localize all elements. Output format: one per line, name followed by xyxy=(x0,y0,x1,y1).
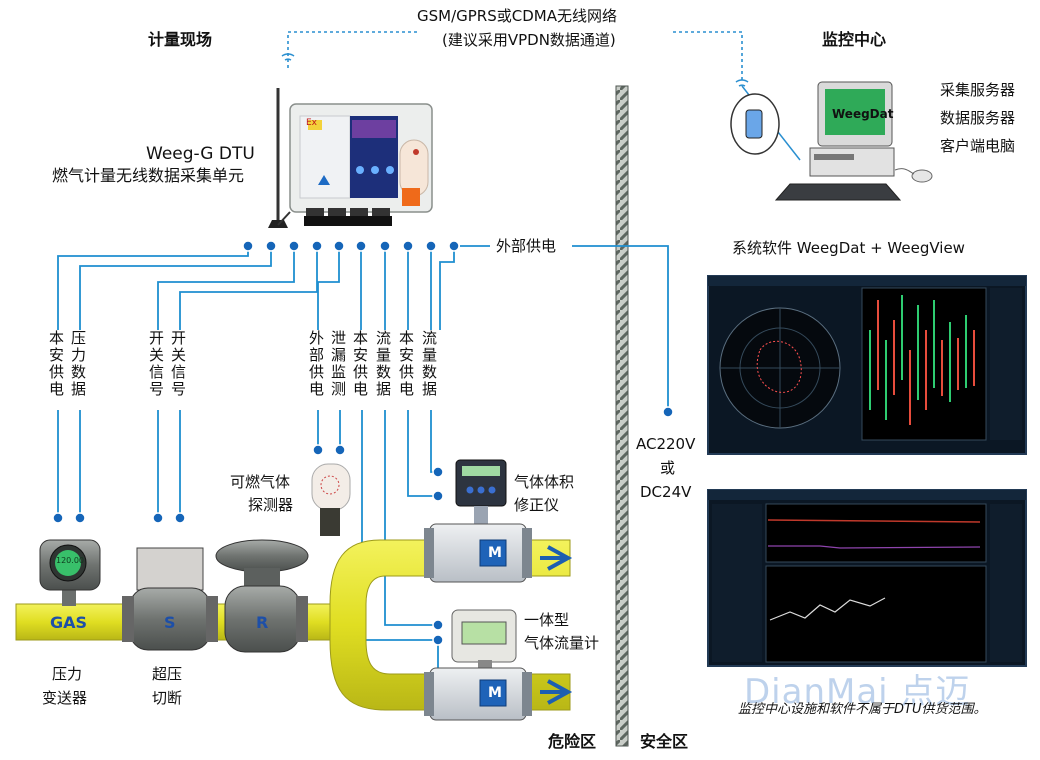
center-section-title: 监控中心 xyxy=(822,30,887,49)
cutoff-label-2: 切断 xyxy=(152,689,183,707)
pressure-transmitter-label-1: 压力 xyxy=(52,665,83,683)
signal-label-flow-2: 流量数据 xyxy=(420,330,438,398)
gas-detector-device xyxy=(311,463,351,536)
regulator xyxy=(215,539,309,653)
flowmeter-device xyxy=(424,609,532,721)
network-title: GSM/GPRS或CDMA无线网络 xyxy=(417,7,617,25)
disclaimer: 监控中心设施和软件不属于DTU供货范围。 xyxy=(738,702,987,717)
power-dc-label: DC24V xyxy=(640,483,692,501)
gas-detector-label-2: 探测器 xyxy=(248,496,294,514)
pressure-transmitter-label-2: 变送器 xyxy=(42,689,88,707)
software-screen-2 xyxy=(707,489,1027,667)
meter-m-label-lower: M xyxy=(488,685,502,701)
flowmeter-label-1: 一体型 xyxy=(524,611,570,629)
connection-nodes xyxy=(52,240,674,646)
network-subtitle: (建议采用VPDN数据通道) xyxy=(442,31,616,49)
power-or-label: 或 xyxy=(660,459,676,477)
software-screen-1 xyxy=(707,275,1027,455)
signal-label-is-power-3: 本安供电 xyxy=(397,330,415,398)
computer-screen-label: WeegDat xyxy=(832,107,894,121)
gas-detector-label-1: 可燃气体 xyxy=(230,473,291,491)
signal-label-is-power-1: 本安供电 xyxy=(47,330,65,398)
center-role-data-server: 数据服务器 xyxy=(940,109,1016,127)
flowmeter-label-2: 气体流量计 xyxy=(524,634,600,652)
volume-corrector-label-2: 修正仪 xyxy=(514,496,560,514)
signal-label-switch-1: 开关信号 xyxy=(147,330,165,398)
watermark: DianMai 点迈 xyxy=(744,672,971,712)
gas-label: GAS xyxy=(50,613,88,632)
volume-corrector-device xyxy=(424,459,532,583)
computer-workstation xyxy=(730,81,933,201)
regulator-label: R xyxy=(256,613,269,632)
wireless-link xyxy=(287,31,743,80)
dtu-description: 燃气计量无线数据采集单元 xyxy=(52,166,245,185)
external-power-label: 外部供电 xyxy=(496,237,557,255)
dtu-ex-mark: Ex xyxy=(306,118,318,128)
cutoff-valve-label: S xyxy=(164,613,176,632)
signal-label-flow-1: 流量数据 xyxy=(374,330,392,398)
danger-zone-label: 危险区 xyxy=(548,732,597,751)
safe-zone-label: 安全区 xyxy=(640,732,689,751)
signal-label-external-power: 外部供电 xyxy=(307,330,325,398)
power-ac-label: AC220V xyxy=(636,435,696,453)
dtu-unit xyxy=(289,103,433,226)
dtu-name: Weeg-G DTU xyxy=(146,144,255,164)
transmitter-display-value: 120.00 xyxy=(56,556,84,565)
cutoff-valve xyxy=(122,547,218,651)
field-section-title: 计量现场 xyxy=(148,30,213,49)
volume-corrector-label-1: 气体体积 xyxy=(514,473,575,491)
center-role-client: 客户端电脑 xyxy=(940,137,1016,155)
meter-m-label-upper: M xyxy=(488,545,502,561)
signal-label-leak: 泄漏监测 xyxy=(329,330,347,398)
signal-label-switch-2: 开关信号 xyxy=(169,330,187,398)
software-label: 系统软件 WeegDat + WeegView xyxy=(732,239,965,257)
pressure-transmitter xyxy=(39,539,101,606)
signal-label-pressure: 压力数据 xyxy=(69,330,87,398)
signal-label-is-power-2: 本安供电 xyxy=(351,330,369,398)
cutoff-label-1: 超压 xyxy=(152,665,183,683)
center-role-collector: 采集服务器 xyxy=(940,81,1016,99)
zone-wall xyxy=(615,85,629,747)
